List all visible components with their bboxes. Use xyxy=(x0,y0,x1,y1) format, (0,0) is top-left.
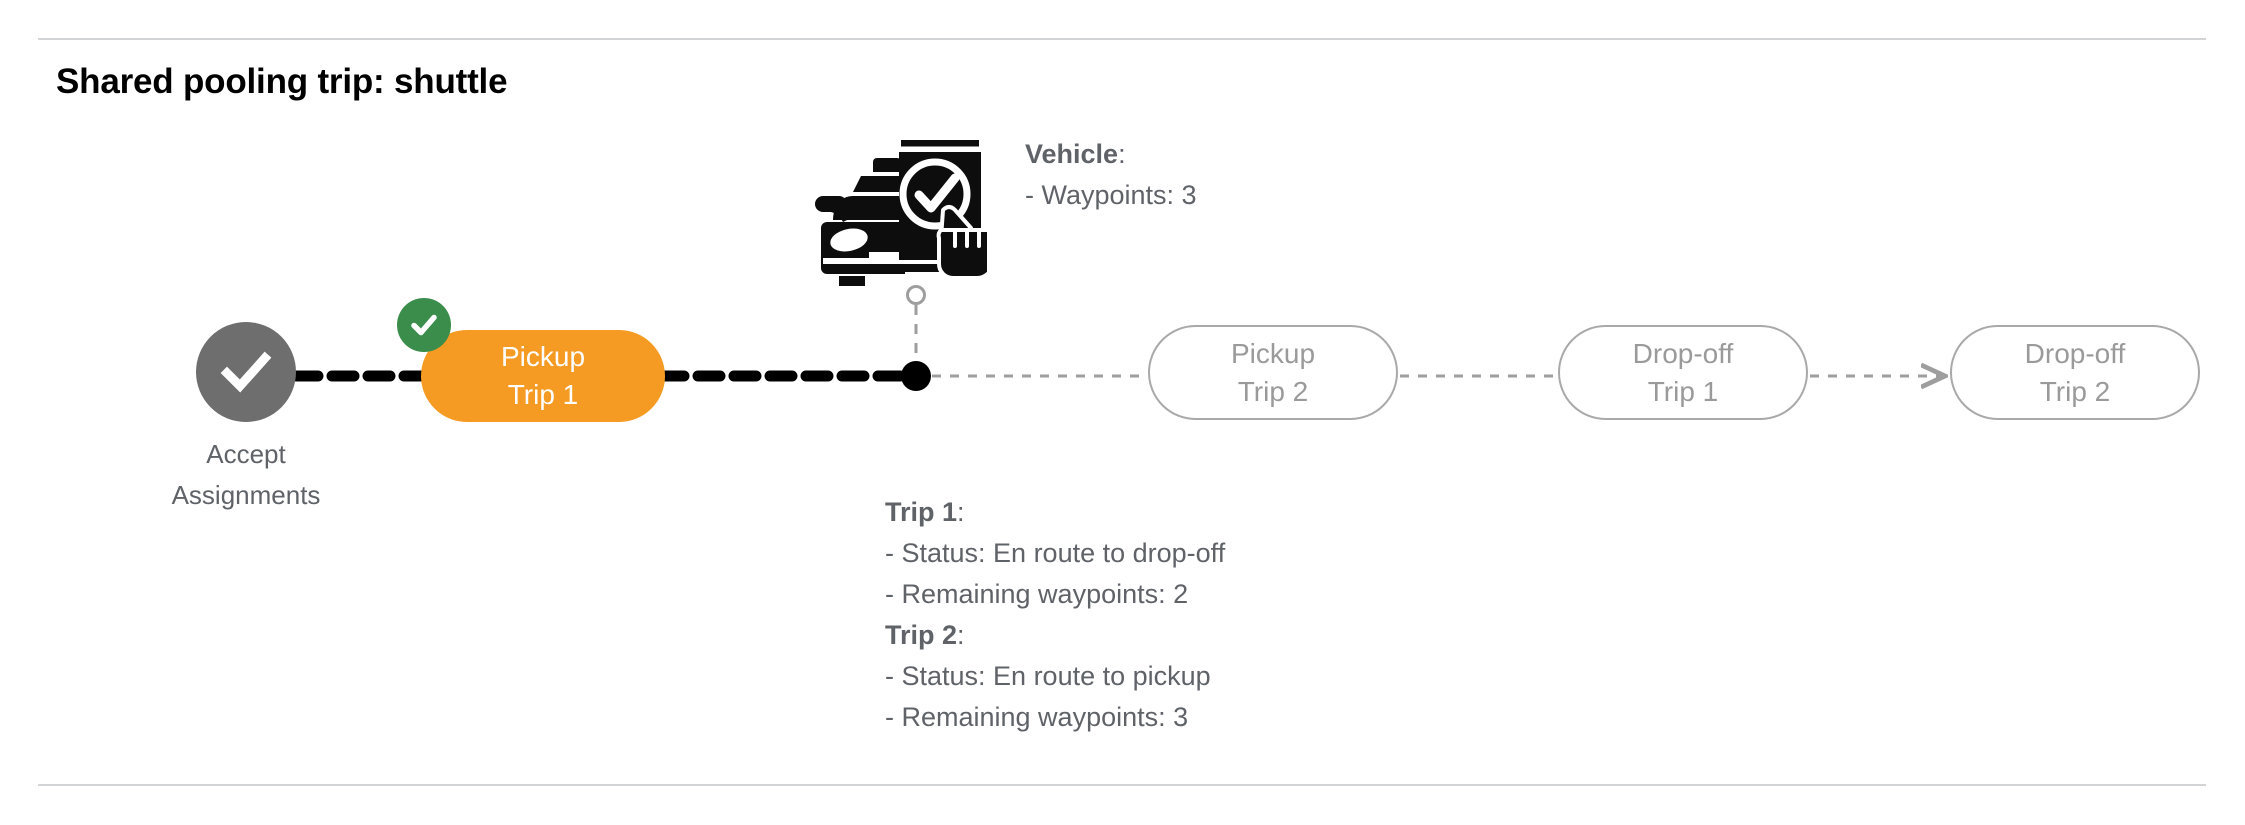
trip-2-waypoints: - Remaining waypoints: 3 xyxy=(885,702,1189,732)
vehicle-info-block: Vehicle: - Waypoints: 3 xyxy=(1025,134,1197,216)
node-pickup-trip-1[interactable]: Pickup Trip 1 xyxy=(421,330,665,422)
node-dropoff-trip-2-line-1: Drop-off xyxy=(2024,337,2126,369)
accept-label-line-2: Assignments xyxy=(171,480,321,510)
node-pickup-trip-2-line-2: Trip 2 xyxy=(1237,375,1309,407)
trip-1-waypoints: - Remaining waypoints: 2 xyxy=(885,579,1189,609)
node-pickup-trip-2-line-1: Pickup xyxy=(1230,337,1316,369)
node-dropoff-trip-1-line-1: Drop-off xyxy=(1632,337,1734,369)
check-circle-icon xyxy=(220,351,272,393)
divider-top xyxy=(38,38,2206,40)
vehicle-info-waypoints: - Waypoints: 3 xyxy=(1025,180,1197,210)
check-badge-icon xyxy=(397,298,451,352)
node-dropoff-trip-2-line-2: Trip 2 xyxy=(2039,375,2111,407)
vehicle-phone-check-icon xyxy=(815,140,987,286)
trip-1-heading: Trip 1: xyxy=(885,492,1225,533)
check-icon xyxy=(411,314,437,336)
node-pickup-trip-1-line-1: Pickup xyxy=(500,341,586,372)
accept-label-line-1: Accept xyxy=(206,439,286,469)
trip-2-heading: Trip 2: xyxy=(885,615,1225,656)
vehicle-info-heading: Vehicle: xyxy=(1025,134,1197,175)
accept-circle xyxy=(196,322,296,422)
trip-2-status: - Status: En route to pickup xyxy=(885,661,1211,691)
trip-2-heading-text: Trip 2 xyxy=(885,620,958,650)
node-dropoff-trip-2[interactable]: Drop-off Trip 2 xyxy=(1950,325,2200,420)
node-pickup-trip-1-line-2: Trip 1 xyxy=(507,379,579,410)
node-dropoff-trip-1-line-2: Trip 1 xyxy=(1647,375,1719,407)
vehicle-info-heading-text: Vehicle xyxy=(1025,139,1119,169)
accept-assignments-label: Accept Assignments xyxy=(106,434,386,516)
page-title: Shared pooling trip: shuttle xyxy=(56,62,508,101)
trip-1-status: - Status: En route to drop-off xyxy=(885,538,1226,568)
trip-2-heading-colon: : xyxy=(957,620,965,650)
node-pickup-trip-2[interactable]: Pickup Trip 2 xyxy=(1148,325,1398,420)
vehicle-info-heading-colon: : xyxy=(1118,139,1126,169)
trip-details-block: Trip 1: - Status: En route to drop-off -… xyxy=(885,492,1225,738)
divider-bottom xyxy=(38,784,2206,786)
trip-1-heading-text: Trip 1 xyxy=(885,497,958,527)
accept-assignments-node[interactable]: Accept Assignments xyxy=(172,322,320,510)
trip-1-heading-colon: : xyxy=(957,497,965,527)
node-dropoff-trip-1[interactable]: Drop-off Trip 1 xyxy=(1558,325,1808,420)
